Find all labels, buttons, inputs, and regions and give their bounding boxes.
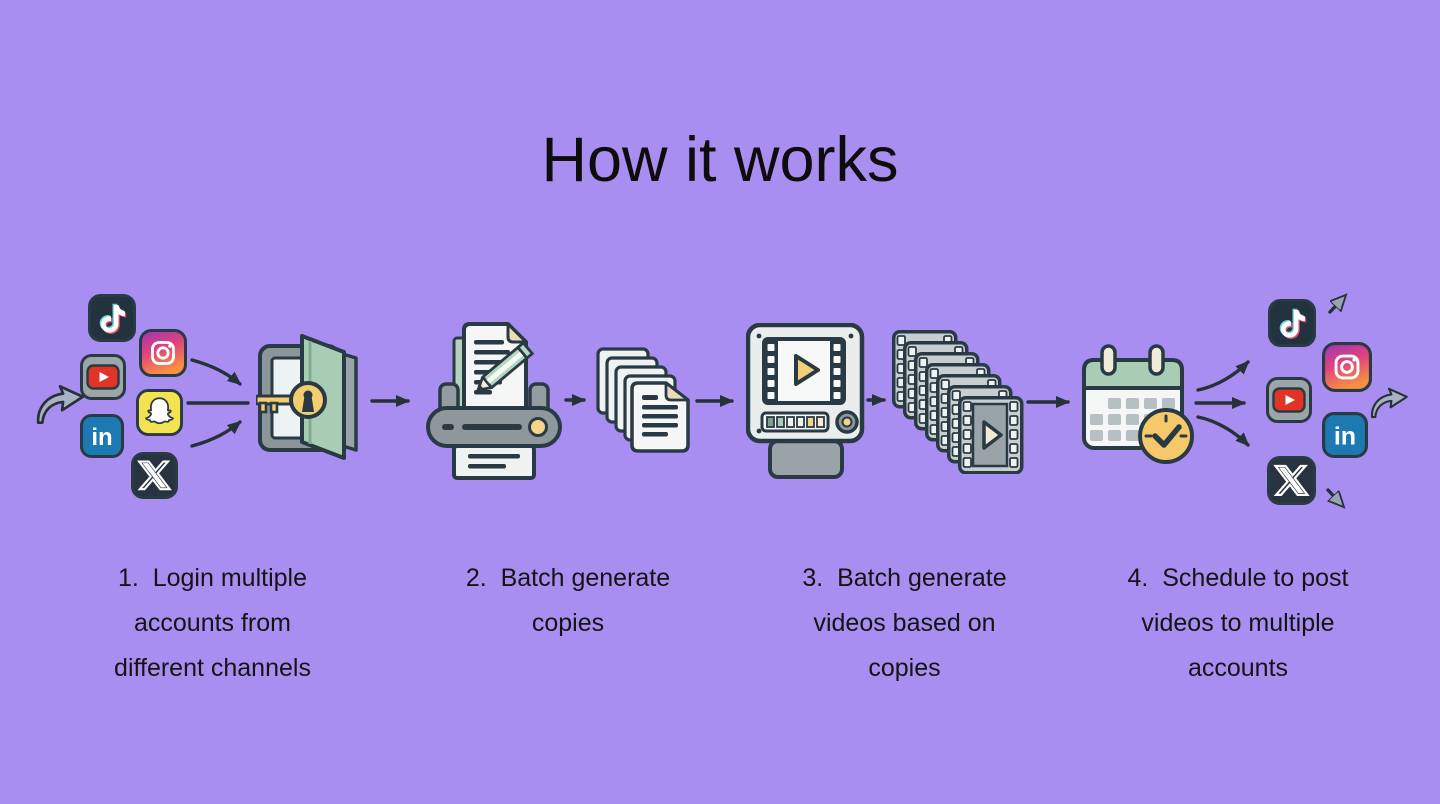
snapchat-icon [136,389,183,436]
diverge-arrow-top [1196,360,1250,392]
linkedin-label: in [1334,422,1356,450]
caption-line: accounts from [133,609,291,637]
caption-line: 4. Schedule to post [1127,564,1349,592]
instagram-icon [139,329,187,377]
diverge-arrow-bottom [1196,415,1250,447]
caption-line: videos to multiple [1141,609,1335,637]
converge-arrow-top [190,358,242,386]
caption-line: different channels [114,654,311,682]
page-title: How it works [541,125,899,195]
schedule-calendar-icon [1082,344,1194,464]
caption-line: 1. Login multiple [117,564,307,592]
share-arrow-icon [1370,387,1408,419]
clock-check-icon [1138,408,1194,464]
share-arrow-icon [36,384,85,425]
video-generator-icon [746,323,865,479]
videos-stack-icon [892,330,1024,474]
tiktok-icon [88,294,136,342]
copies-stack-icon [596,347,690,453]
caption-line: videos based on [813,609,996,637]
calendar-grid [1090,398,1175,441]
pencil-icon [476,340,535,392]
linkedin-label: in [91,424,112,451]
caption-line: 2. Batch generate [465,564,671,592]
step-caption-1: 1. Login multiple accounts from differen… [65,556,360,691]
youtube-icon [80,354,126,400]
instagram-icon [1322,342,1372,392]
copy-generator-icon [426,322,562,480]
x-icon [1267,456,1316,505]
arrow-out-bottom-right [1328,488,1342,505]
caption-line: copies [531,609,605,637]
step-caption-2: 2. Batch generate copies [428,556,708,646]
converge-arrow-bottom [190,420,242,448]
linkedin-icon: in [1322,412,1368,458]
login-door-icon [256,334,358,460]
step-caption-4: 4. Schedule to post videos to multiple a… [1092,556,1384,691]
caption-line: 3. Batch generate [802,564,1007,592]
play-icon [982,420,1003,450]
caption-line: copies [868,654,941,682]
x-icon [131,452,178,499]
play-icon [794,354,820,386]
youtube-icon [1266,377,1312,423]
key-icon [256,381,327,419]
arrow-out-top-right [1328,297,1344,314]
linkedin-icon: in [80,414,124,458]
caption-line: accounts [1187,654,1289,682]
step-caption-3: 3. Batch generate videos based on copies [762,556,1047,691]
filmstrip-screen [764,339,844,403]
tiktok-icon [1268,299,1316,347]
